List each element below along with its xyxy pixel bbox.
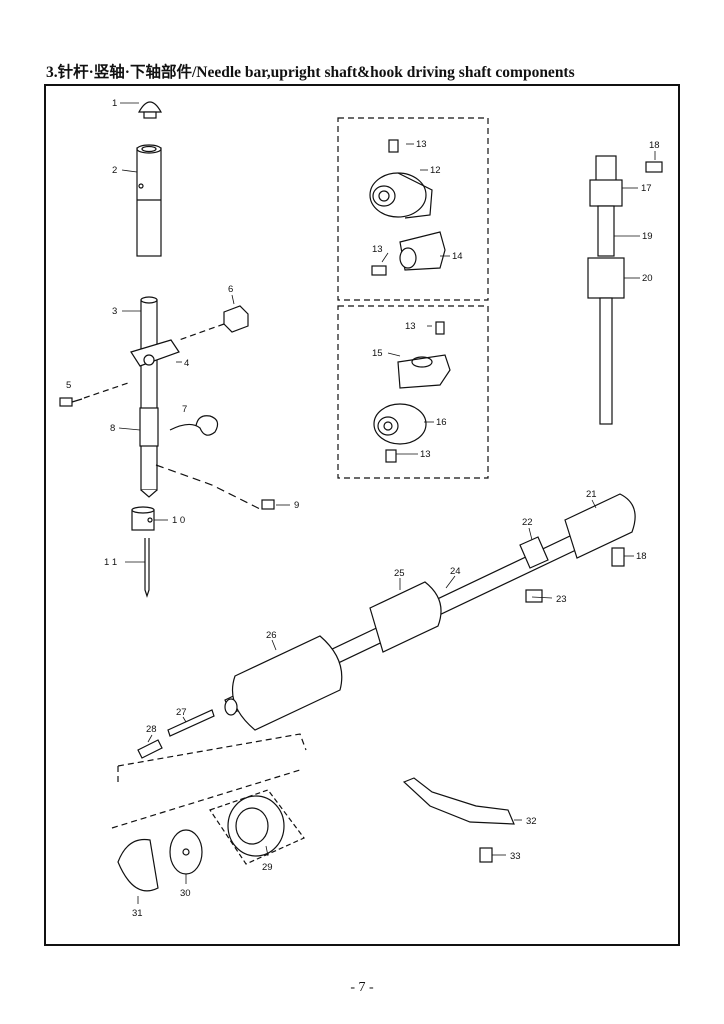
callout-2: 2 [112,165,117,176]
part-13-set-screw [435,321,445,335]
part-10-needle-clamp [131,506,155,531]
callout-9: 9 [294,500,299,511]
part-3-needle-bar [130,296,180,498]
callout-20: 20 [642,273,653,284]
part-16-bevel-gear [373,403,427,445]
callout-13-c: 13 [405,321,416,332]
page-number: - 7 - [350,980,374,995]
part-27-pin [167,709,215,737]
callout-1: 1 [112,98,117,109]
part-18-set-screw [645,161,663,173]
part-1-needle-bar-cap [137,101,163,119]
part-11-needle [144,538,150,598]
callout-12: 12 [430,165,441,176]
part-7-thread-guide [169,415,219,436]
callout-3: 3 [112,306,117,317]
callout-labels: 1 2 3 4 5 6 7 8 9 1 0 1 1 12 13 13 13 13… [66,98,660,919]
callout-26: 26 [266,630,277,641]
part-5-screw [59,381,132,407]
callout-17: 17 [641,183,652,194]
callout-7: 7 [182,404,187,415]
part-32-plate [402,777,515,825]
callout-18-a: 18 [649,140,660,151]
callout-31: 31 [132,908,143,919]
callout-30: 30 [180,888,191,899]
part-14-bevel-gear [399,231,446,271]
part-23-screw [525,589,543,603]
dashed-group-upper [337,117,489,301]
part-15-bevel-gear [397,354,451,389]
part-19-upright-shaft [587,155,625,425]
callout-15: 15 [372,348,383,359]
part-9-screw [155,464,275,511]
callout-32: 32 [526,816,537,827]
callout-13-a: 13 [416,139,427,150]
dashed-bracket [111,733,307,829]
callout-11: 1 1 [104,557,117,568]
diagram-frame [44,84,680,946]
callout-33: 33 [510,851,521,862]
part-33-screw [479,847,493,863]
page-title: 3.针杆·竖轴·下轴部件/Needle bar,upright shaft&ho… [46,64,575,81]
part-13-set-screw [371,265,387,276]
part-29-rotary-hook [227,795,285,857]
callout-8: 8 [110,423,115,434]
callout-10: 1 0 [172,515,185,526]
part-13-set-screw [385,449,397,463]
part-13-set-screw [388,139,399,153]
part-30-bobbin [169,829,203,875]
callout-24: 24 [450,566,461,577]
part-24-hook-driving-shaft [224,493,636,731]
callout-4: 4 [184,358,189,369]
callout-29: 29 [262,862,273,873]
part-2-needle-bar-bushing [136,144,162,257]
part-31-bobbin-case [117,838,159,892]
callout-13-b: 13 [372,244,383,255]
part-18-set-screw [611,547,625,567]
leader-lines [118,102,656,904]
callout-14: 14 [452,251,463,262]
callout-22: 22 [522,517,533,528]
part-12-bevel-gear [369,172,433,219]
callout-6: 6 [228,284,233,295]
part-28-screw [137,739,163,759]
callout-23: 23 [556,594,567,605]
callout-16: 16 [436,417,447,428]
callout-28: 28 [146,724,157,735]
callout-25: 25 [394,568,405,579]
dashed-group-lower [337,305,489,479]
part-6-slide-block [178,305,249,341]
callout-13-d: 13 [420,449,431,460]
callout-18-b: 18 [636,551,647,562]
callout-19: 19 [642,231,653,242]
callout-5: 5 [66,380,71,391]
callout-21: 21 [586,489,597,500]
callout-27: 27 [176,707,187,718]
